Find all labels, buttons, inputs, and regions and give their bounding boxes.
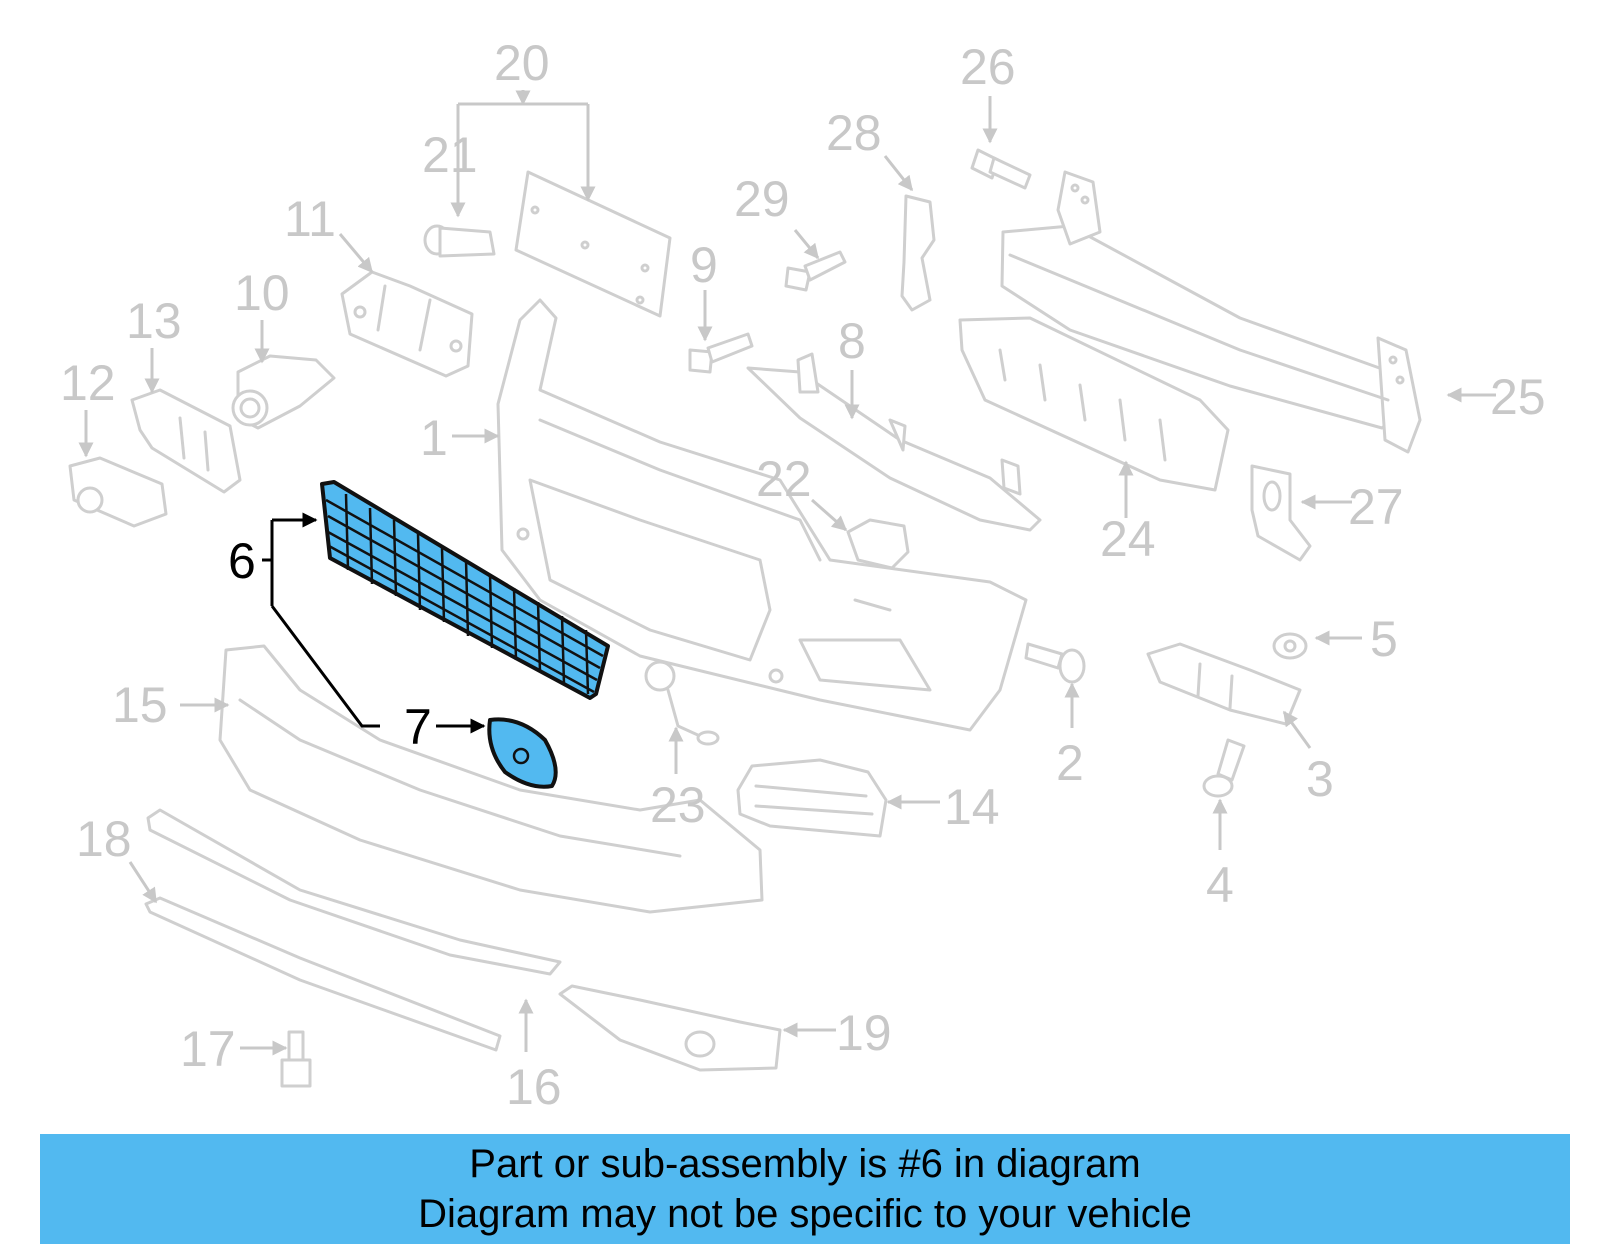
- callout-16: 16: [506, 1059, 562, 1115]
- callout-numbers: 1 2 3 4 5 6 7 8 9 10 11 12 13 14 15 16 1…: [60, 35, 1546, 1115]
- part-6-lower-grille[interactable]: [320, 480, 610, 700]
- callout-7: 7: [404, 699, 432, 755]
- callout-20: 20: [494, 35, 550, 91]
- part-3-side-bracket: [1146, 642, 1302, 726]
- callout-11: 11: [284, 191, 336, 247]
- callout-18: 18: [76, 811, 132, 867]
- part-5-nut: [1272, 632, 1308, 660]
- part-13-sensor-holder: [130, 388, 242, 494]
- part-17-clip: [280, 1030, 312, 1088]
- part-10-camera: [231, 354, 336, 430]
- banner-line-part-info: Part or sub-assembly is #6 in diagram: [469, 1142, 1141, 1186]
- callout-8: 8: [838, 313, 866, 369]
- callout-19: 19: [836, 1005, 892, 1061]
- part-9-bolt: [688, 332, 754, 374]
- part-4-bolt: [1202, 738, 1246, 798]
- part-7-tow-eye-cap[interactable]: [487, 717, 558, 789]
- part-29-bolt: [784, 250, 847, 292]
- part-12-parking-sensor: [68, 456, 168, 528]
- part-15-lower-support: [218, 644, 764, 914]
- callout-23: 23: [650, 777, 706, 833]
- callout-4: 4: [1206, 857, 1234, 913]
- callout-17: 17: [180, 1021, 236, 1077]
- callout-22: 22: [756, 451, 812, 507]
- part-11-sensor-bracket: [340, 270, 474, 378]
- callout-25: 25: [1490, 369, 1546, 425]
- part-1-bumper-cover: [496, 298, 1028, 732]
- callout-28: 28: [826, 105, 882, 161]
- info-banner: Part or sub-assembly is #6 in diagram Di…: [40, 1134, 1570, 1244]
- callout-1: 1: [420, 410, 448, 466]
- part-27-bracket: [1250, 464, 1312, 562]
- part-23-wire-harness: [644, 660, 720, 746]
- callout-15: 15: [112, 677, 168, 733]
- callout-9: 9: [690, 237, 718, 293]
- part-19-fog-lamp-bezel: [558, 984, 782, 1072]
- callout-21: 21: [422, 127, 478, 183]
- leader-lines: [78, 90, 1496, 1056]
- part-18-lower-molding: [146, 808, 562, 976]
- callout-5: 5: [1370, 611, 1398, 667]
- callout-13: 13: [126, 293, 182, 349]
- callout-6: 6: [228, 533, 256, 589]
- part-16-trim-strip: [144, 896, 502, 1052]
- callout-26: 26: [960, 39, 1016, 95]
- part-22-tow-hook-cover: [846, 518, 910, 570]
- callout-12: 12: [60, 355, 116, 411]
- callout-3: 3: [1306, 751, 1334, 807]
- part-2-screw: [1024, 642, 1086, 684]
- callout-14: 14: [944, 779, 1000, 835]
- part-14-fog-lamp-grille: [736, 758, 888, 838]
- part-21-clip: [423, 224, 496, 258]
- part-24-energy-absorber: [958, 316, 1230, 492]
- callout-24: 24: [1100, 511, 1156, 567]
- part-28-bracket: [900, 194, 936, 312]
- part-20-license-plate-bracket: [514, 170, 672, 318]
- callout-10: 10: [234, 265, 290, 321]
- banner-line-disclaimer: Diagram may not be specific to your vehi…: [418, 1192, 1192, 1236]
- parts-diagram: 1 2 3 4 5 6 7 8 9 10 11 12 13 14 15 16 1…: [60, 35, 1546, 1115]
- callout-27: 27: [1348, 479, 1404, 535]
- callout-29: 29: [734, 171, 790, 227]
- part-25-bumper-reinforcement: [1000, 170, 1422, 454]
- callout-2: 2: [1056, 735, 1084, 791]
- part-26-bolt: [970, 148, 1032, 190]
